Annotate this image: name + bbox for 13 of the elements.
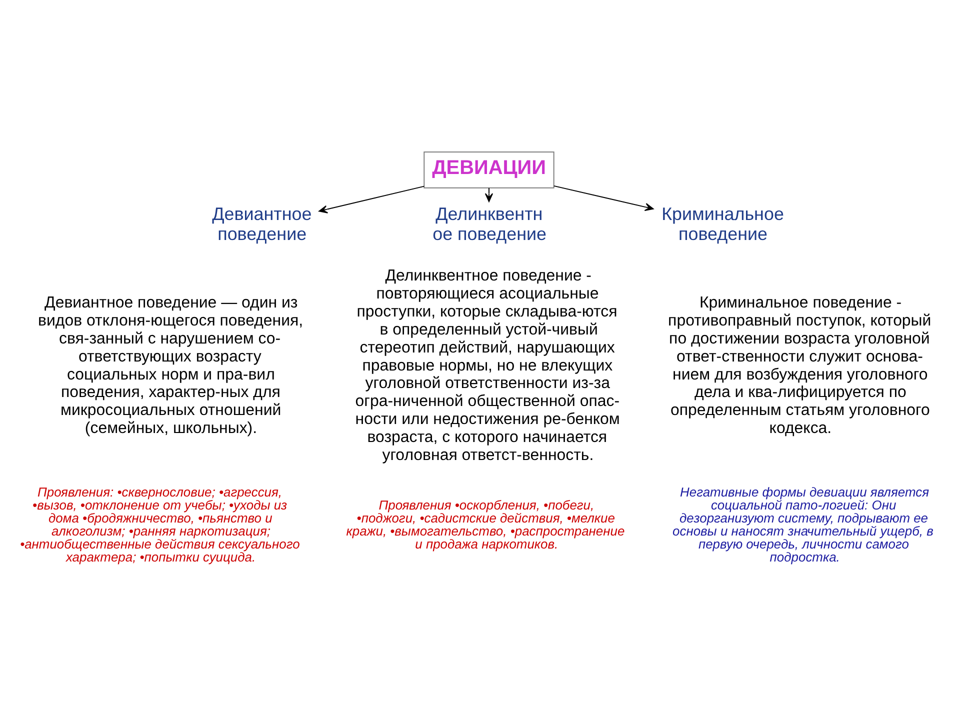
- label: Делинквентное поведение - повторяющиеся асоциальные проступки, которые складыва-ются в определенный устой-чивый стереотип действий, нарушающих правовые нормы, но не влекущих уголовной ответственности из-за огра-ниченной общественной опас-ности или недостижения ре-бенком возраста, с которого начинается уголовная ответст-венность.: [355, 266, 620, 464]
- arrow: [484, 187, 494, 202]
- node-box: ДЕВИАЦИИ: [424, 151, 554, 188]
- node-text: Криминальное поведение: [662, 204, 784, 244]
- label: Криминальное поведение - противоправный поступок, который по достижении возраста уголовной ответ-ственности служит основа-нием для возбуждения уголовного дела и ква-лифицируется по определенным статьям уголовного кодекса.: [668, 294, 932, 437]
- node-text: Делинквентн ое поведение: [432, 204, 546, 244]
- arrow: [318, 185, 425, 213]
- label: Проявления: •сквернословие; •агрессия, •вызов, •отклонение от учебы; •уходы из дома •бродяжничество, •пьянство и алкоголизм; •ранняя наркотизация; •антиобщественные действия сексуального характера; •попытки суицида.: [20, 484, 300, 564]
- arrow: [554, 184, 654, 211]
- node-text: Девиантное поведение: [212, 204, 312, 244]
- label: Девиантное поведение — один из видов отклоня-ющегося поведения, свя-занный с нарушением со-ответствующих возрасту социальных норм и пра-вил поведения, характер-ных для микросоциальных отношений (семейных, школьных).: [38, 294, 304, 437]
- label: Проявления •оскорбления, •побеги, •поджоги, •садистские действия, •мелкие кражи, •вымогательство, •распространение и продажа наркотиков.: [346, 497, 625, 551]
- label: Негативные формы девиации является социальной пато-логией: Они дезорганизуют систему, подрывают ее основы и наносят значительный ущерб, в первую очередь, личности самого подростка.: [672, 484, 934, 564]
